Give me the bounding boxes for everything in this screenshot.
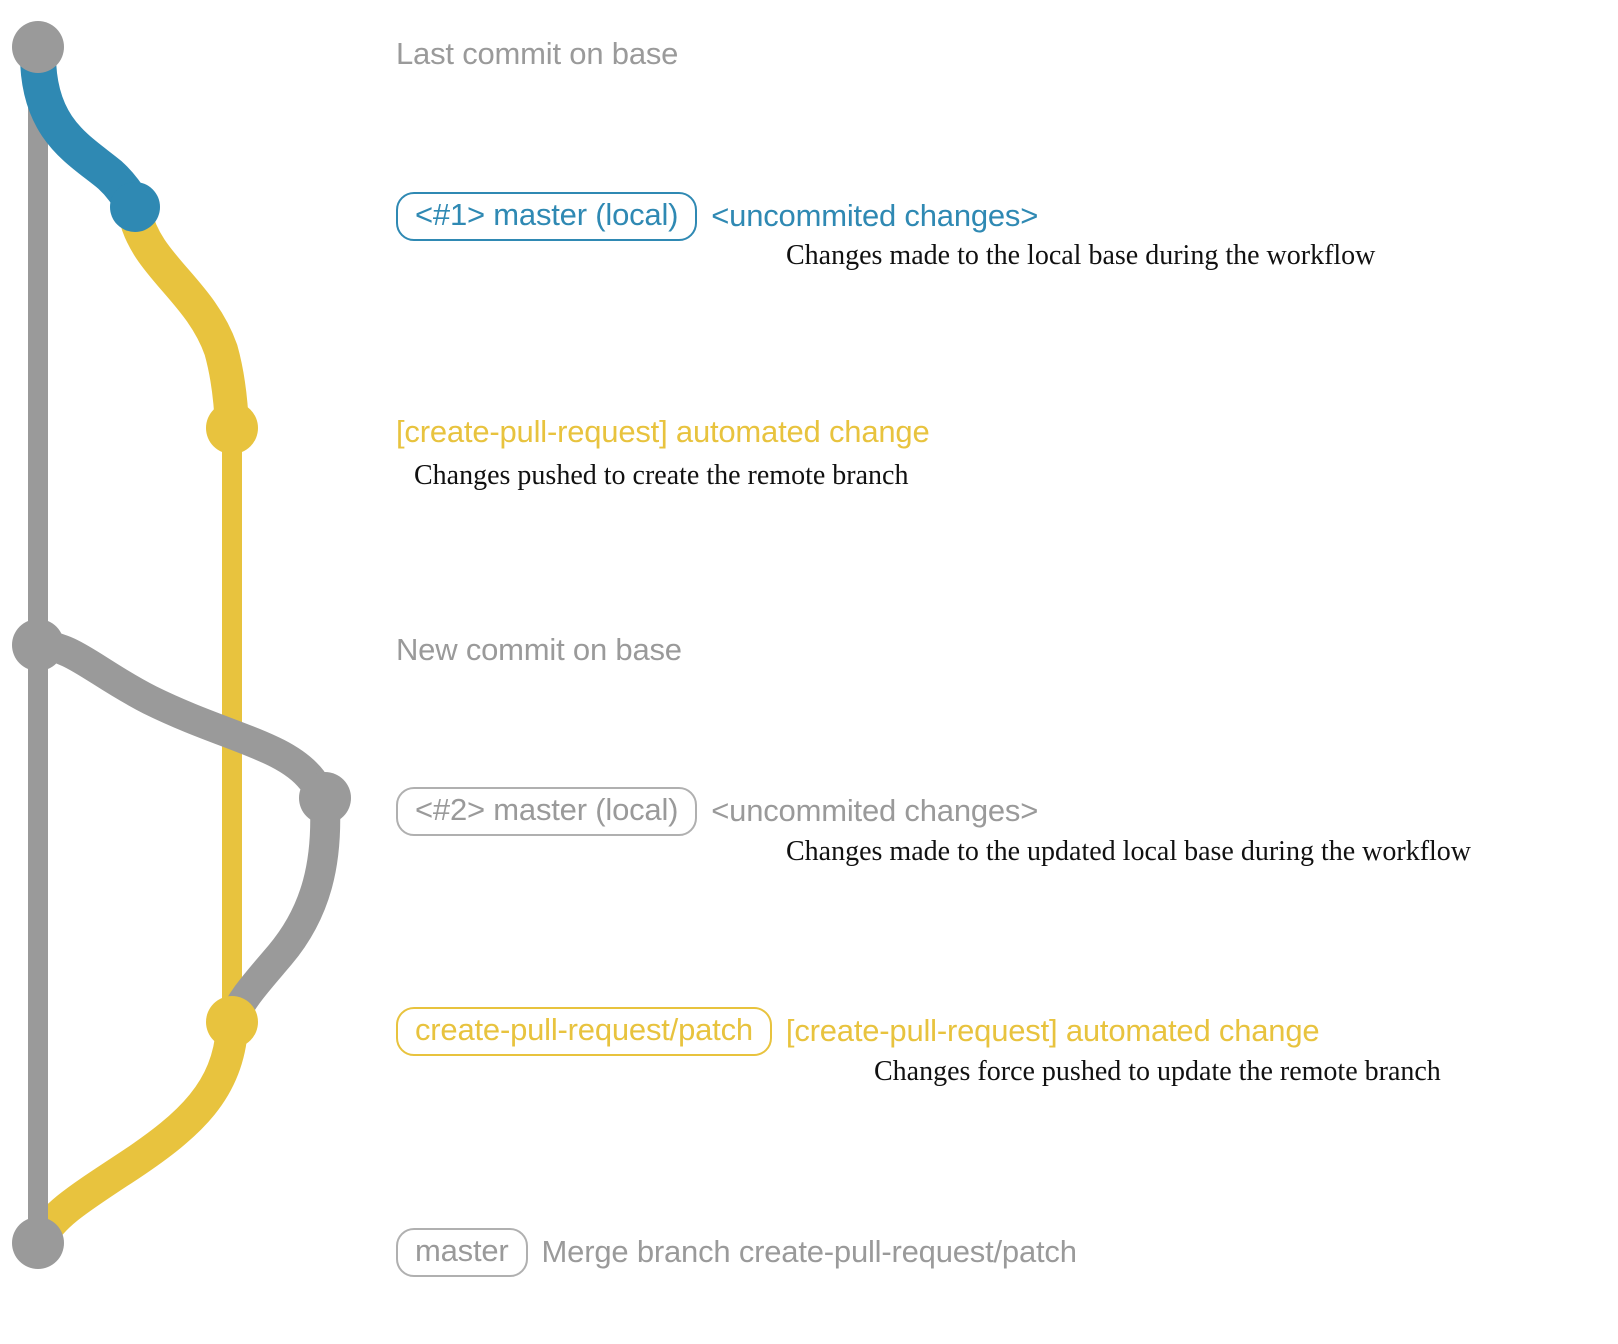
row-automated-change-2: create-pull-request/patch [create-pull-r… bbox=[396, 1007, 1320, 1056]
description-push-remote-branch: Changes pushed to create the remote bran… bbox=[414, 460, 909, 491]
node-base-last-commit bbox=[12, 21, 64, 73]
row-merge-commit: master Merge branch create-pull-request/… bbox=[396, 1228, 1077, 1277]
badge-create-pull-request-patch[interactable]: create-pull-request/patch bbox=[396, 1007, 772, 1056]
spacer bbox=[697, 811, 711, 812]
row-last-commit-on-base: Last commit on base bbox=[396, 36, 678, 72]
spacer bbox=[772, 1031, 786, 1032]
edge-base-to-local1 bbox=[20, 37, 153, 225]
row-new-commit-on-base: New commit on base bbox=[396, 632, 682, 668]
edge-patch2-to-merge bbox=[24, 1012, 248, 1256]
node-base-new-commit bbox=[12, 619, 64, 671]
description-local-changes-1: Changes made to the local base during th… bbox=[786, 240, 1376, 271]
row-local-uncommitted-2: <#2> master (local) <uncommited changes> bbox=[396, 787, 1038, 836]
edge-basenew-to-local2 bbox=[23, 630, 327, 795]
description-local-changes-2: Changes made to the updated local base d… bbox=[786, 836, 1472, 867]
badge-master-local-2[interactable]: <#2> master (local) bbox=[396, 787, 698, 836]
commit-graph bbox=[12, 21, 351, 1269]
last-commit-on-base-label: Last commit on base bbox=[396, 36, 679, 71]
edge-local1-to-patch1 bbox=[118, 196, 249, 445]
uncommitted-changes-label-1: <uncommited changes> bbox=[711, 198, 1039, 234]
edge-local2-to-patch2 bbox=[217, 791, 341, 1037]
automated-change-label-1: [create-pull-request] automated change bbox=[396, 414, 930, 449]
node-local-2 bbox=[299, 772, 351, 824]
uncommitted-changes-label-2: <uncommited changes> bbox=[711, 793, 1039, 829]
node-patch-2 bbox=[206, 996, 258, 1048]
node-patch-1 bbox=[206, 402, 258, 454]
automated-change-label-2: [create-pull-request] automated change bbox=[785, 1013, 1320, 1049]
node-local-1 bbox=[110, 182, 160, 232]
description-force-push-remote-branch: Changes force pushed to update the remot… bbox=[874, 1056, 1441, 1087]
merge-commit-label: Merge branch create-pull-request/patch bbox=[541, 1234, 1077, 1270]
badge-master-local-1[interactable]: <#1> master (local) bbox=[396, 192, 698, 241]
spacer bbox=[528, 1252, 542, 1253]
spacer bbox=[697, 216, 711, 217]
badge-master[interactable]: master bbox=[396, 1228, 528, 1277]
row-local-uncommitted-1: <#1> master (local) <uncommited changes> bbox=[396, 192, 1038, 241]
new-commit-on-base-label: New commit on base bbox=[396, 632, 682, 667]
row-automated-change-1: [create-pull-request] automated change bbox=[396, 414, 930, 450]
node-merge-commit bbox=[12, 1217, 64, 1269]
